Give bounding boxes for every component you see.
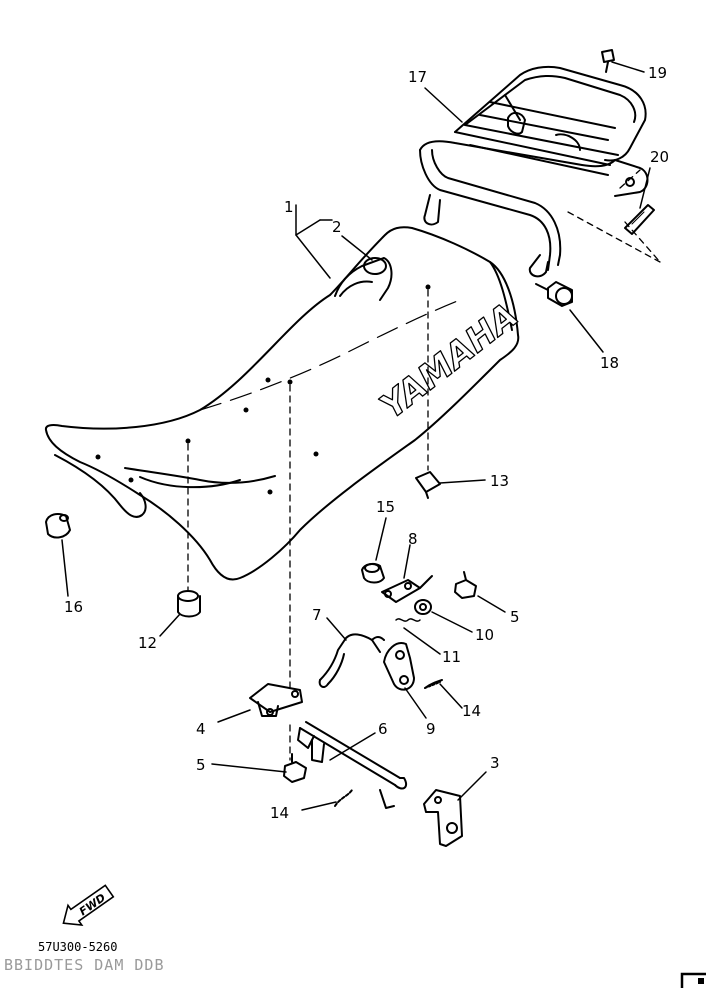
label-part-6: 6	[378, 720, 388, 738]
label-part-10: 10	[475, 626, 494, 644]
pin-14-lower	[334, 789, 353, 807]
spring-11	[395, 618, 421, 622]
lock-lever-9	[383, 642, 415, 691]
label-part-3: 3	[490, 754, 500, 772]
pin-14-upper	[424, 679, 443, 689]
nut-5-lower	[283, 753, 307, 783]
label-part-7: 7	[312, 606, 322, 624]
corner-mark-icon	[680, 972, 706, 988]
bolt-15	[361, 562, 385, 584]
label-part-14b: 14	[270, 804, 289, 822]
damper-16	[45, 513, 71, 539]
label-part-13: 13	[490, 472, 509, 490]
lock-bracket-3	[423, 789, 463, 847]
label-part-11: 11	[442, 648, 461, 666]
leader-lines	[61, 61, 651, 811]
label-part-8: 8	[408, 530, 418, 548]
seat	[44, 226, 520, 581]
label-part-5a: 5	[196, 756, 206, 774]
label-part-19: 19	[648, 64, 667, 82]
label-part-12: 12	[138, 634, 157, 652]
label-part-14a: 14	[462, 702, 481, 720]
label-part-17: 17	[408, 68, 427, 86]
seat-brand-text: YAMAHA	[373, 295, 526, 427]
bolt-18	[535, 281, 573, 307]
bleed-through-text: BBIDDTES DAM DDB	[4, 956, 165, 974]
seat-holes	[95, 284, 431, 495]
nut-5-upper	[454, 571, 477, 599]
label-part-5b: 5	[510, 608, 520, 626]
clip-13	[415, 471, 441, 499]
label-part-2: 2	[332, 218, 342, 236]
part-labels: 1 2 3 4 5 5 6 7 8 9 10 11 12 13 14 14 15…	[64, 64, 669, 822]
label-part-15: 15	[376, 498, 395, 516]
label-part-1: 1	[284, 198, 294, 216]
damper-12	[177, 590, 201, 618]
label-part-20: 20	[650, 148, 669, 166]
washer-10	[414, 599, 432, 615]
label-part-9: 9	[426, 720, 436, 738]
seat-hinge-tube	[334, 257, 393, 301]
lock-shaft-6	[297, 721, 408, 809]
lock-hook-8	[381, 575, 433, 603]
rear-carrier	[419, 65, 649, 278]
fwd-arrow-icon: FWD	[62, 884, 115, 926]
assembly-lines	[187, 169, 661, 761]
bolt-19	[601, 49, 615, 73]
plate-20	[624, 204, 655, 235]
label-part-4: 4	[196, 720, 206, 738]
label-part-18: 18	[600, 354, 619, 372]
lock-rod-7	[318, 633, 385, 688]
drawing-code: 57U300-5260	[38, 940, 118, 954]
hinge-bracket-4	[249, 683, 303, 717]
label-part-16: 16	[64, 598, 83, 616]
